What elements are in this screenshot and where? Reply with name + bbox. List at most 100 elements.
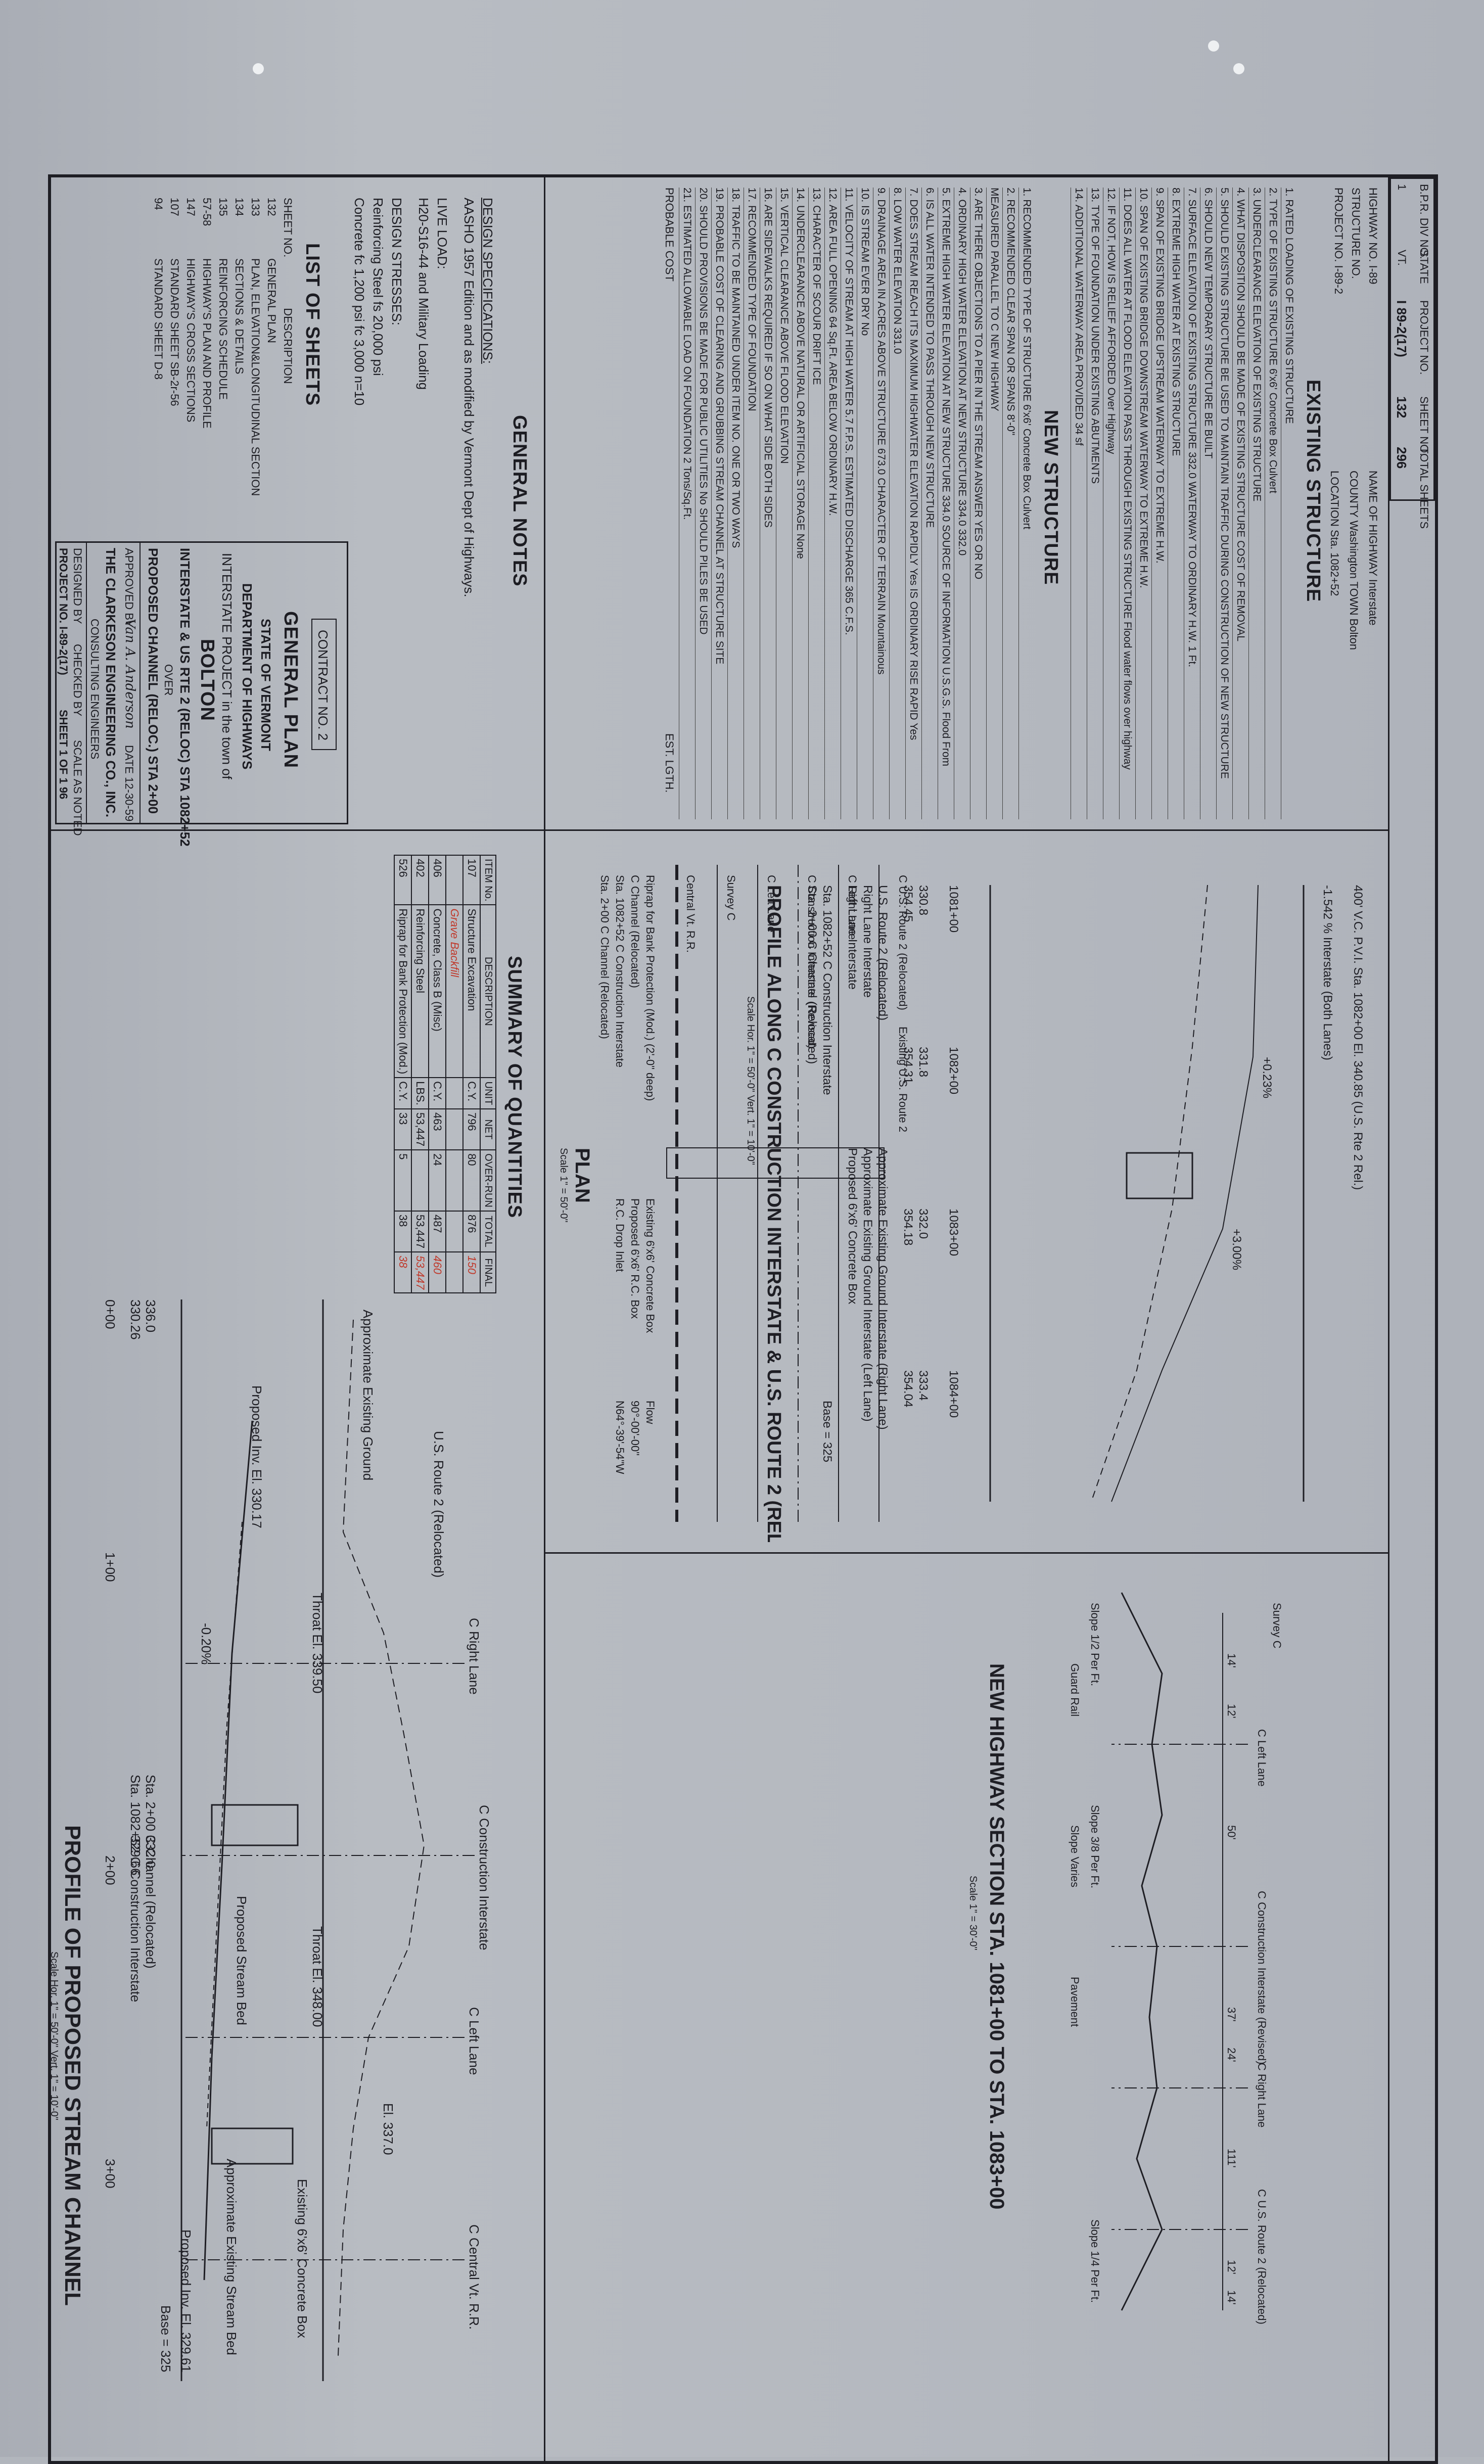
approval-date: DATE 12-30-59 (123, 745, 135, 822)
hs-label: C U.S. Route 2 (Relocated) (1256, 2189, 1268, 2324)
pc-station: 2+00 (103, 1855, 118, 1885)
sheet-description: REINFORCING SCHEDULE (217, 258, 229, 400)
quantities-cell: 107 (463, 855, 480, 905)
section-profile (1121, 1592, 1163, 2311)
hs-dim: 50' (1225, 1825, 1238, 1840)
section-divider (544, 177, 545, 829)
hdr-val-project: I 89-2(17) (1394, 300, 1409, 357)
grade-note: +3.00% (1230, 1229, 1243, 1270)
grade-note: -1.542 % Interstate (Both Lanes) (1321, 885, 1334, 1060)
quantities-row: Grave Backfill (446, 855, 463, 1293)
quantities-cell: Riprap for Bank Protection (Mod.) (394, 905, 411, 1078)
pca-label: Approximate Existing Ground Interstate (… (861, 1148, 874, 1422)
header-table: B.P.R. DIV NO. 1 STATE VT. PROJECT NO. I… (1389, 177, 1435, 529)
pca-label: Sta. 2+00 C Channel (Relocated) (805, 885, 819, 1064)
pca-label: Base = 325 (820, 1401, 834, 1462)
hs-dim: 37' (1225, 2007, 1238, 2022)
es-line: 4. WHAT DISPOSITION SHOULD BE MADE OF EX… (1232, 188, 1248, 819)
plan-label: Flow (644, 1401, 657, 1424)
new-structure-heading: NEW STRUCTURE (1040, 410, 1061, 585)
profile-channel-title: PROFILE OF PROPOSED STREAM CHANNEL (60, 1825, 85, 2306)
quantities-cell: LBS. (411, 1078, 429, 1109)
profile-construction-drawing: 400' V.C. P.V.I. Sta. 1082+00 El. 340.85… (745, 885, 1365, 1542)
existing-ground-profile (1091, 885, 1208, 1502)
quantities-cell: 24 (429, 1150, 446, 1211)
quantities-header: OVER-RUN (480, 1150, 496, 1211)
project-line: INTERSTATE PROJECT in the town of (219, 553, 235, 779)
pca-station: 1082+00 (947, 1047, 960, 1094)
plan-label: C U.S. Route 2 (Relocated) (897, 875, 909, 1010)
quantities-cell: 5 (394, 1150, 411, 1211)
es-line: 12. IF NOT, HOW IS RELIEF AFFORDED Over … (1103, 188, 1119, 819)
plan-box-culvert (666, 1147, 885, 1179)
pca-elev: 354.45 (901, 885, 915, 922)
signature: Van A. Anderson (122, 619, 137, 729)
ns-line: 3. ARE THERE OBJECTIONS TO A PIER IN THE… (970, 188, 986, 819)
plan-label: C Channel (Relocated) (629, 875, 641, 988)
plan-label: N64°-39'-54"W (614, 1401, 626, 1474)
es-line: 8. EXTREME HIGH WATER AT EXISTING STRUCT… (1168, 188, 1184, 819)
punch-hole (1208, 40, 1219, 52)
quantities-cell: 796 (463, 1108, 480, 1150)
ns-line: 6. IS ALL WATER INTENDED TO PASS THROUGH… (921, 188, 938, 819)
es-line: 11. DOES ALL WATER AT FLOOD ELEVATION PA… (1119, 188, 1135, 819)
ns-line: 11. VELOCITY OF STREAM AT HIGH WATER 5.7… (841, 188, 857, 819)
ns-line: 14. UNDERCLEARANCE ABOVE NATURAL OR ARTI… (792, 188, 808, 819)
pc-station: 1+00 (103, 1552, 118, 1582)
pc-label: Proposed Inv. El. 330.17 (249, 1385, 264, 1528)
pc-label: El. 337.0 (381, 2103, 396, 2155)
sheet-description: SECTIONS & DETAILS (233, 258, 246, 375)
profile-channel-drawing: PROFILE OF PROPOSED STREAM CHANNEL Scale… (50, 1299, 492, 2381)
quantities-cell: 406 (429, 855, 446, 905)
es-line: 2. TYPE OF EXISTING STRUCTURE 6'x6' Conc… (1265, 188, 1281, 819)
proposed-stream-bed (203, 1420, 253, 2281)
plan-label: R.C. Drop Inlet (614, 1198, 626, 1272)
pca-label: Proposed 6'x6' Concrete Box (846, 1148, 859, 1304)
section-scale: Scale 1" = 30'-0" (967, 1876, 979, 1950)
existing-box-section (211, 2127, 294, 2165)
quantities-cell: 53,447 (411, 1211, 429, 1252)
hs-label: Survey C (1271, 1603, 1283, 1649)
quantities-cell (446, 1108, 463, 1150)
hs-label: Guard Rail (1069, 1663, 1081, 1716)
pc-label: Base = 325 (158, 2305, 173, 2372)
ns-line: 18. TRAFFIC TO BE MAINTAINED UNDER ITEM … (727, 188, 744, 819)
over-label: OVER (162, 664, 175, 696)
quantities-cell (446, 855, 463, 905)
firm-sub: CONSULTING ENGINEERS (88, 619, 101, 760)
pc-label: Proposed Stream Bed (234, 1896, 249, 2025)
ns-line: 1. RECOMMENDED TYPE OF STRUCTURE 6'x6' C… (1018, 188, 1035, 819)
location: LOCATION Sta. 1082+52 (1328, 471, 1341, 596)
hs-label: Slope 1/4 Per Ft. (1089, 2219, 1101, 2303)
sheet-number: 107 (168, 198, 181, 216)
sheet-number: 135 (217, 198, 229, 216)
quantities-cell (446, 1150, 463, 1211)
plan-label: Sta. 2+00 C Channel (Relocated) (598, 875, 611, 1039)
hs-dim: 111' (1225, 2149, 1238, 2168)
ns-line: 9. DRAINAGE AREA IN ACRES ABOVE STRUCTUR… (873, 188, 889, 819)
pca-elev: 331.8 (916, 1047, 930, 1077)
est-lgth: EST. LGTH. (663, 733, 676, 793)
contract-no: CONTRACT NO. 2 (315, 630, 331, 741)
ns-line: 7. DOES STREAM REACH ITS MAXIMUM HIGHWAT… (905, 188, 921, 819)
designed-by: DESIGNED BY (71, 548, 84, 624)
general-notes-heading: GENERAL NOTES (509, 415, 530, 587)
ns-line: 20. SHOULD PROVISIONS BE MADE FOR PUBLIC… (695, 188, 711, 819)
column-divider (51, 829, 1389, 831)
pca-station: 1083+00 (947, 1208, 960, 1256)
pca-elev: 330.8 (916, 885, 930, 915)
plan-label: Survey C (725, 875, 737, 921)
pca-elev: 354.18 (901, 1208, 915, 1245)
sheet-description: STANDARD SHEET SB-2r-56 (168, 258, 181, 406)
sheet-no-col: SHEET NO. (282, 198, 294, 258)
es-line: 14. ADDITIONAL WATERWAY AREA PROVIDED 34… (1071, 188, 1087, 819)
